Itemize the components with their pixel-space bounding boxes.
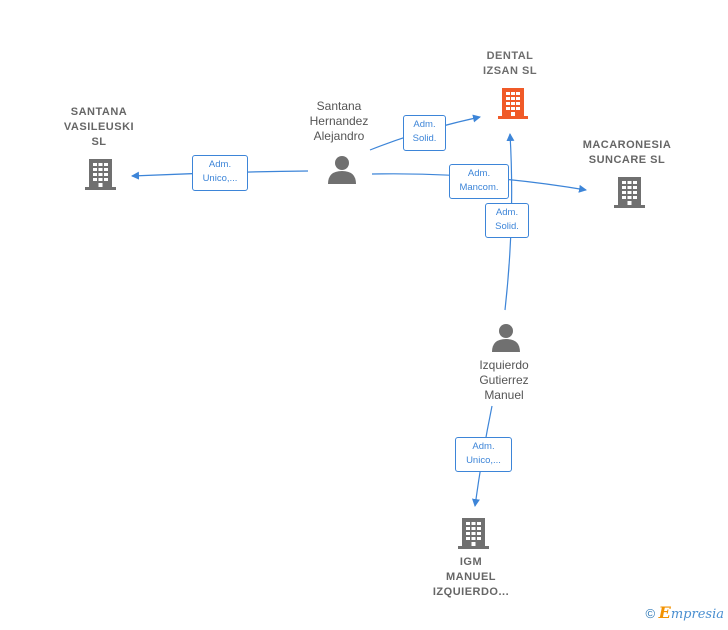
node-label-santana-vasileuski[interactable]: SANTANA VASILEUSKI SL: [63, 106, 135, 148]
brand-initial: E: [658, 603, 671, 622]
building-icon[interactable]: [458, 518, 489, 549]
edge-label-adm-unico[interactable]: Adm. Unico,...: [192, 155, 248, 191]
node-label-igm-manuel-izquierdo[interactable]: IGM MANUEL IZQUIERDO...: [432, 556, 510, 598]
brand-name: Empresia: [659, 603, 724, 622]
edge-label-adm-solid[interactable]: Adm. Solid.: [403, 115, 446, 151]
node-label-dental-izsan[interactable]: DENTAL IZSAN SL: [482, 50, 538, 77]
copyright-symbol: ©: [645, 606, 656, 621]
node-label-santana-hernandez[interactable]: Santana Hernandez Alejandro: [309, 99, 369, 143]
edge-label-adm-solid[interactable]: Adm. Solid.: [485, 203, 529, 238]
building-icon[interactable]: [498, 88, 528, 119]
building-icon[interactable]: [85, 159, 116, 190]
empresia-logo: © Empresia: [645, 603, 724, 622]
node-label-izquierdo-gutierrez[interactable]: Izquierdo Gutierrez Manuel: [479, 358, 529, 402]
brand-rest: mpresia: [670, 607, 724, 622]
node-label-macaronesia-suncare[interactable]: MACARONESIA SUNCARE SL: [582, 139, 672, 166]
edge-label-adm-unico[interactable]: Adm. Unico,...: [455, 437, 512, 472]
edge-label-adm-mancom[interactable]: Adm. Mancom.: [449, 164, 509, 199]
person-icon[interactable]: [328, 156, 356, 184]
building-icon[interactable]: [614, 177, 645, 208]
person-icon[interactable]: [492, 324, 520, 352]
